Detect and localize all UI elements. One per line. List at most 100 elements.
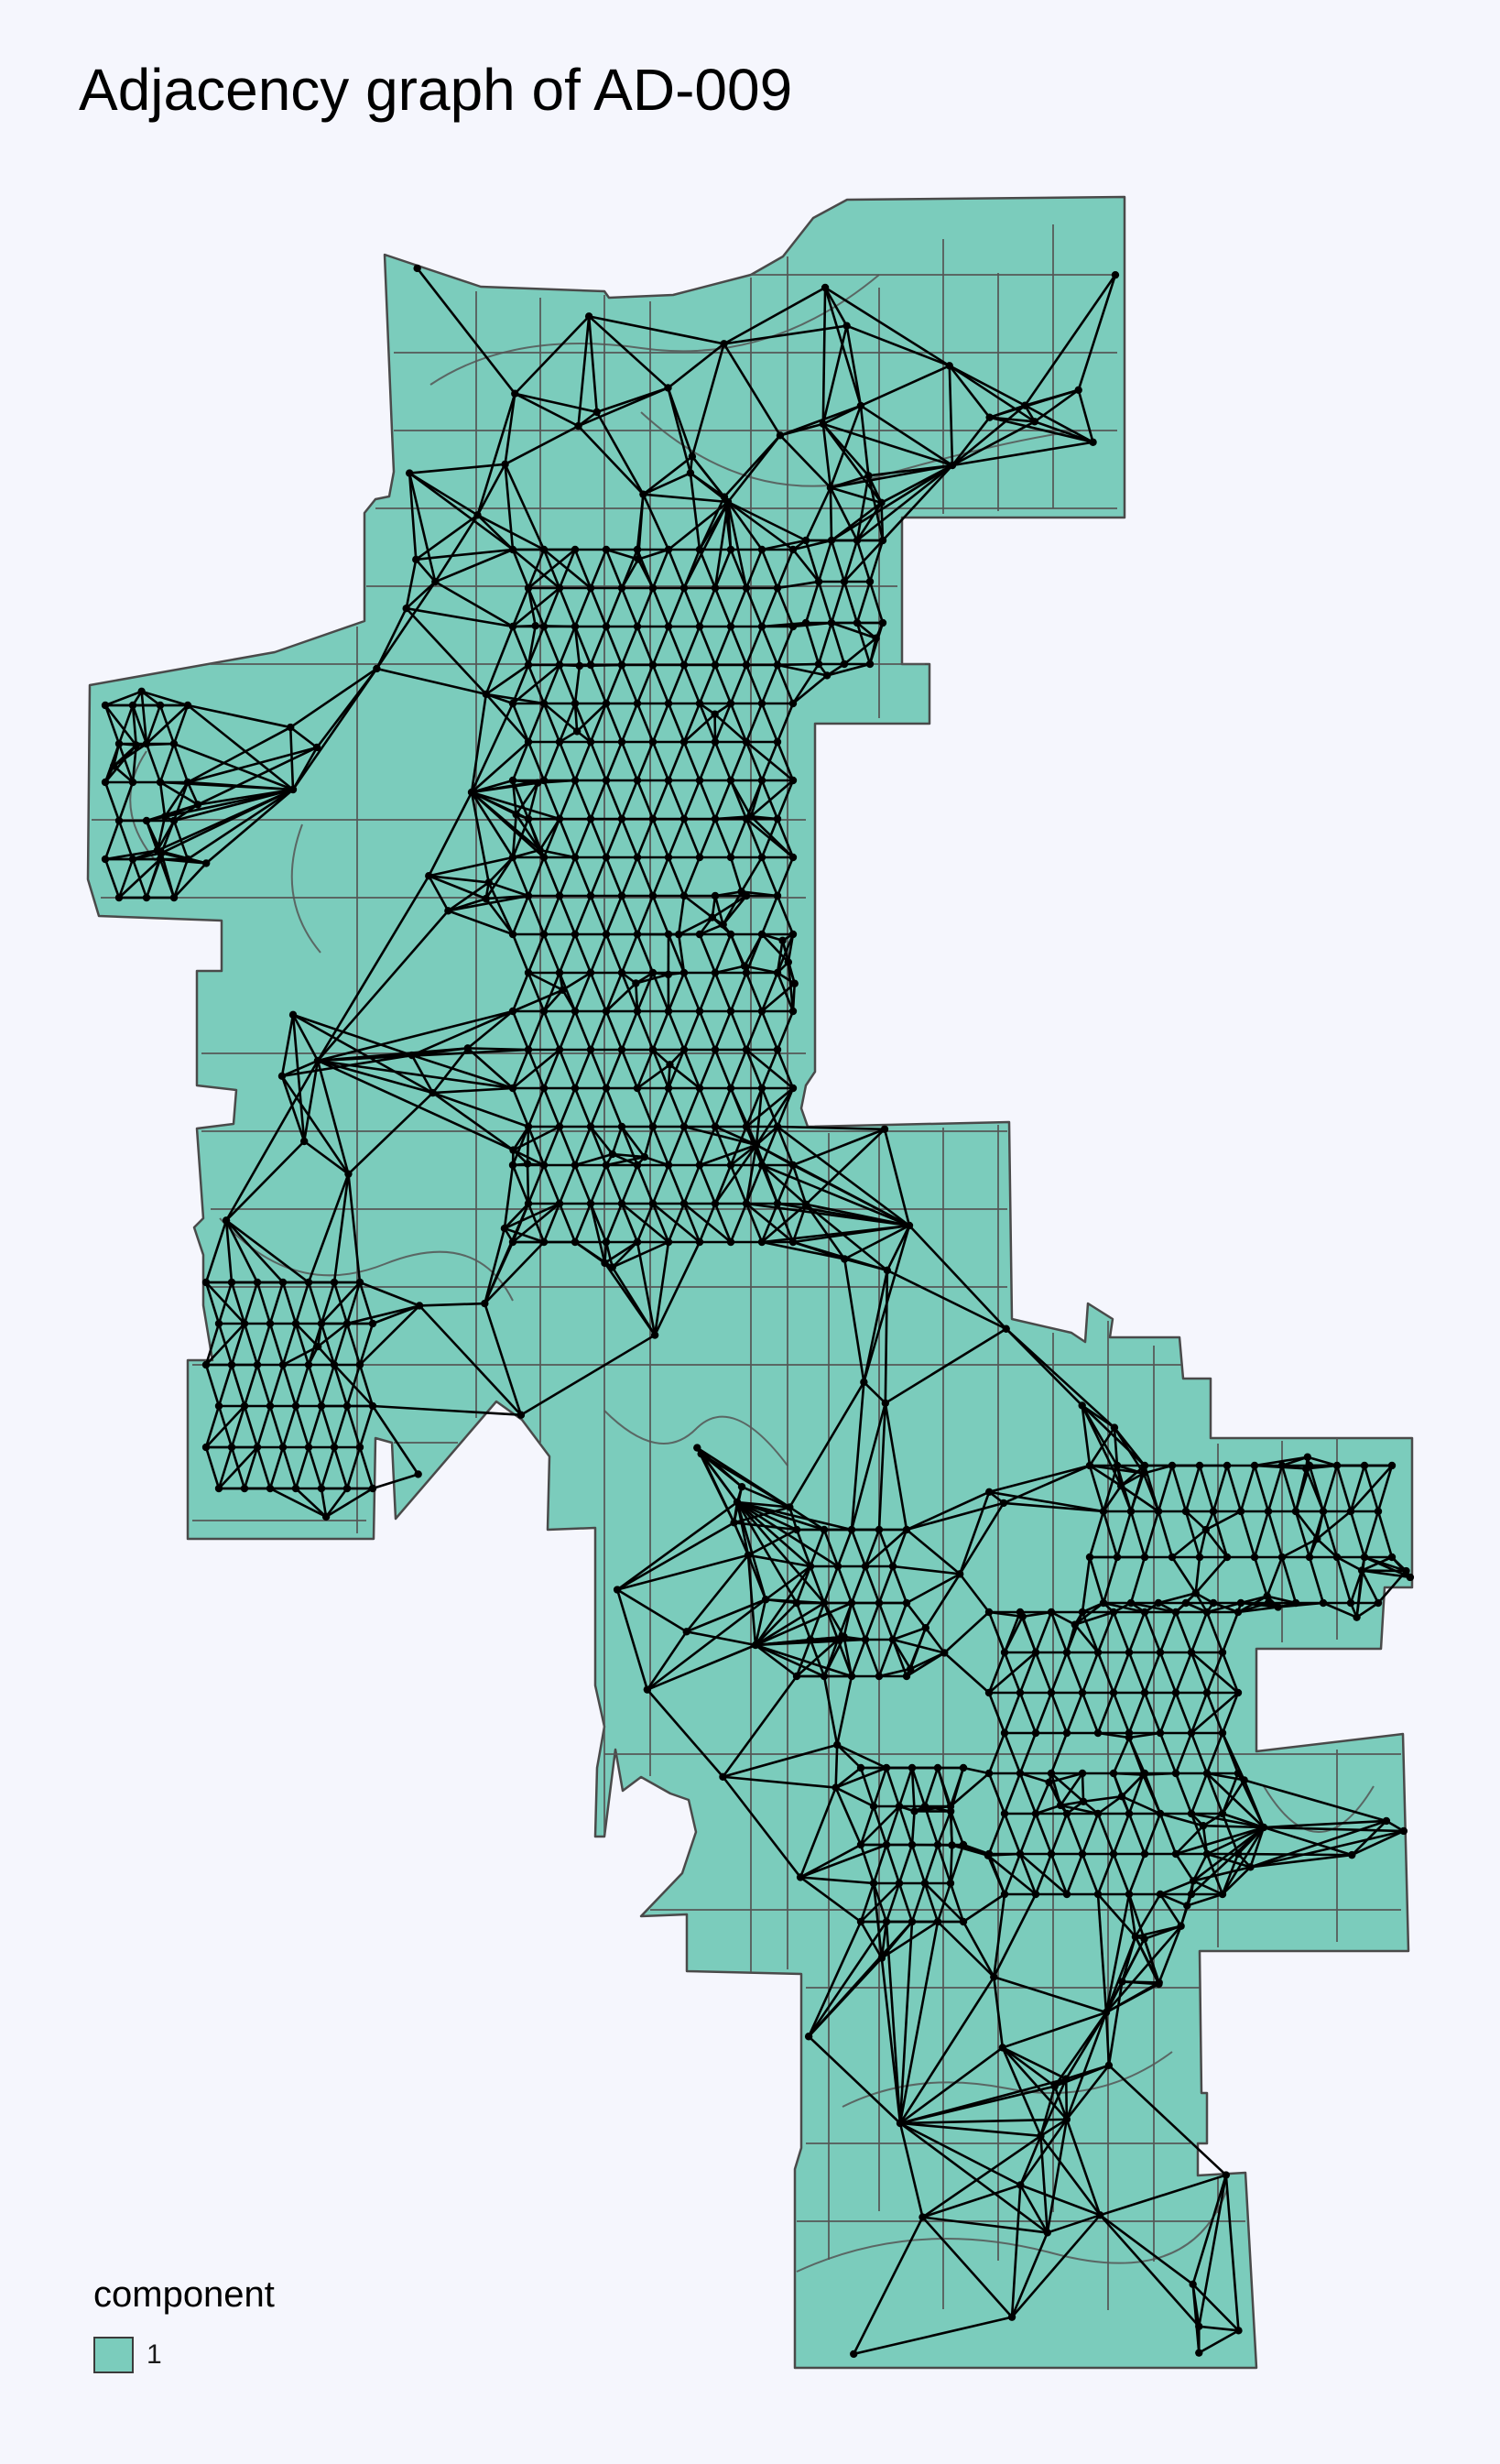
adjacency-edge [730, 1143, 757, 1167]
adjacency-edge [515, 781, 539, 815]
adjacency-node [253, 1360, 262, 1369]
adjacency-edge [1127, 1893, 1146, 1940]
adjacency-node [1125, 1809, 1134, 1818]
adjacency-edge [885, 1767, 901, 1807]
adjacency-node [523, 1160, 532, 1168]
adjacency-node [984, 1488, 994, 1496]
adjacency-edge [992, 1977, 1005, 2048]
adjacency-edge [604, 818, 624, 858]
adjacency-node [1156, 1809, 1165, 1818]
adjacency-edge [636, 818, 655, 858]
adjacency-edge [667, 1064, 671, 1089]
adjacency-edge [745, 1144, 758, 1205]
adjacency-node [708, 913, 717, 921]
adjacency-node [617, 814, 626, 823]
adjacency-edge [1053, 2086, 1069, 2121]
adjacency-edge [696, 1446, 739, 1503]
adjacency-edge [909, 1652, 945, 1671]
adjacency-edge [712, 894, 747, 919]
adjacency-node [757, 1084, 766, 1093]
adjacency-node [524, 891, 533, 900]
adjacency-node [1140, 1849, 1149, 1859]
adjacency-node [1021, 401, 1029, 409]
adjacency-edge [776, 818, 795, 858]
adjacency-node [508, 1161, 517, 1170]
adjacency-edge [587, 316, 599, 412]
adjacency-edge [589, 972, 608, 1012]
adjacency-node [679, 1199, 689, 1208]
adjacency-node [1031, 1728, 1040, 1738]
adjacency-node [984, 1769, 994, 1778]
adjacency-node [686, 469, 695, 477]
adjacency-edge [157, 788, 294, 852]
adjacency-edge [745, 740, 794, 782]
adjacency-node [784, 958, 793, 966]
adjacency-edge [891, 1529, 908, 1567]
adjacency-edge [761, 982, 796, 1012]
adjacency-edge [682, 741, 701, 781]
adjacency-edge [713, 741, 733, 781]
adjacency-edge [595, 411, 645, 496]
adjacency-edge [653, 1241, 670, 1336]
adjacency-node [1183, 1902, 1191, 1910]
adjacency-edge [951, 420, 1036, 467]
adjacency-node [711, 814, 720, 823]
adjacency-node [277, 1072, 287, 1080]
adjacency-edge [713, 895, 724, 925]
adjacency-edge [603, 1262, 657, 1336]
adjacency-node [1346, 1598, 1355, 1608]
adjacency-edge [651, 1164, 670, 1205]
adjacency-edge [1198, 1465, 1215, 1512]
adjacency-edge [1003, 1616, 1024, 1653]
adjacency-edge [899, 2118, 1067, 2125]
adjacency-node [847, 1598, 856, 1608]
adjacency-edge [850, 1381, 865, 1531]
adjacency-node [355, 1443, 364, 1452]
adjacency-edge [268, 1364, 285, 1407]
adjacency-edge [636, 1010, 655, 1051]
adjacency-edge [750, 780, 794, 818]
adjacency-node [617, 1045, 626, 1054]
adjacency-node [571, 545, 580, 554]
adjacency-node [1387, 1461, 1397, 1470]
adjacency-node [832, 1783, 840, 1792]
adjacency-node [878, 536, 887, 545]
adjacency-edge [863, 1225, 911, 1383]
adjacency-edge [637, 548, 669, 561]
adjacency-edge [131, 704, 138, 746]
adjacency-edge [899, 2121, 1049, 2234]
adjacency-edge [1105, 1981, 1160, 2014]
adjacency-edge [746, 1554, 757, 1646]
adjacency-node [814, 577, 823, 586]
adjacency-node [508, 853, 517, 862]
adjacency-edge [959, 1573, 991, 1613]
adjacency-edge [761, 539, 807, 551]
adjacency-node [1102, 2008, 1111, 2017]
adjacency-edge [448, 894, 529, 912]
adjacency-edge [1190, 1692, 1209, 1734]
adjacency-node [1291, 1598, 1300, 1608]
adjacency-node [895, 1879, 904, 1888]
adjacency-node [524, 968, 533, 977]
adjacency-edge [842, 581, 859, 624]
adjacency-edge [1221, 1853, 1240, 1895]
adjacency-node [1154, 1598, 1163, 1608]
adjacency-edge [317, 1322, 348, 1348]
adjacency-node [183, 778, 192, 787]
adjacency-node [586, 1199, 595, 1208]
adjacency-edge [1190, 1652, 1239, 1694]
adjacency-edge [821, 423, 832, 488]
adjacency-edge [799, 1843, 887, 1879]
adjacency-node [1360, 1461, 1369, 1470]
adjacency-node [313, 1342, 322, 1351]
adjacency-edge [1174, 1692, 1193, 1734]
adjacency-node [1223, 1553, 1232, 1562]
adjacency-node [1156, 1728, 1165, 1738]
adjacency-node [368, 1484, 377, 1493]
adjacency-edge [317, 1059, 515, 1151]
adjacency-edge [225, 1219, 310, 1284]
adjacency-edge [910, 1767, 927, 1807]
adjacency-edge [542, 780, 561, 820]
adjacency-edge [1065, 1813, 1084, 1855]
adjacency-node [633, 1237, 642, 1247]
